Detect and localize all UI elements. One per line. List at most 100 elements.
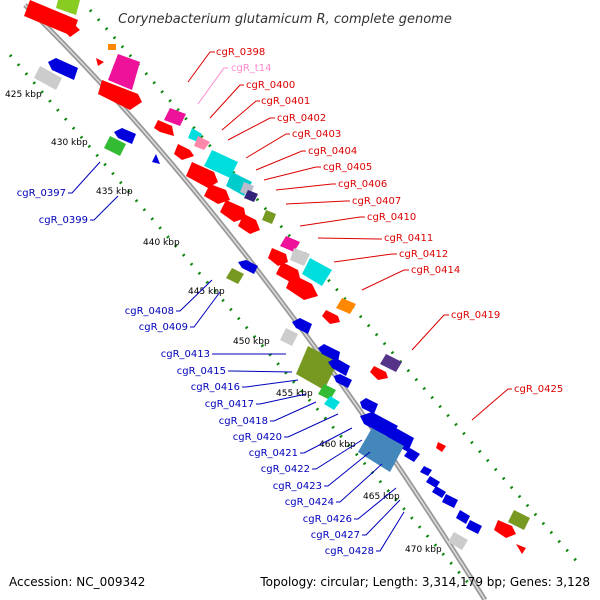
forward-gene-box [262, 210, 276, 224]
forward-gene-cyan [302, 258, 332, 286]
leader-line [228, 370, 293, 373]
reverse-features [34, 58, 482, 550]
forward-gene-arrow [322, 310, 340, 324]
gene-label[interactable]: cgR_0421 [249, 448, 298, 459]
leader-line [300, 427, 353, 454]
leader-line [354, 487, 397, 520]
forward-gene-purple [244, 190, 258, 202]
gene-label[interactable]: cgR_0414 [411, 265, 460, 276]
gene-label[interactable]: cgR_0412 [399, 249, 448, 260]
reverse-gene-arrow [360, 398, 378, 414]
gene-label[interactable]: cgR_0426 [303, 514, 352, 525]
gene-label[interactable]: cgR_0409 [139, 322, 188, 333]
leader-line [221, 100, 260, 131]
gene-label[interactable]: cgR_0415 [177, 366, 226, 377]
reverse-gene-arrow [360, 412, 398, 438]
reverse-gene-arrow [334, 374, 352, 388]
reverse-gene-arrow [420, 466, 432, 476]
gene-label[interactable]: cgR_0420 [233, 432, 282, 443]
gene-label[interactable]: cgR_0398 [216, 47, 265, 58]
leader-line [336, 463, 383, 503]
gene-label[interactable]: cgR_0397 [17, 188, 66, 199]
leader-line [255, 150, 306, 171]
reverse-gene-green [318, 384, 336, 400]
gene-label[interactable]: cgR_0416 [191, 382, 240, 393]
genome-backbone [23, 3, 488, 600]
genome-summary: Topology: circular; Length: 3,314,179 bp… [259, 575, 590, 589]
leader-line [187, 51, 215, 83]
gene-label[interactable]: cgR_0403 [292, 129, 341, 140]
forward-gene-arrow [55, 15, 80, 37]
gene-label[interactable]: cgR_0417 [205, 399, 254, 410]
reverse-gene-arrow [48, 58, 78, 80]
gene-label[interactable]: cgR_0423 [273, 481, 322, 492]
kbp-label: 435 kbp [96, 187, 133, 197]
gene-label[interactable]: cgR_0424 [285, 497, 334, 508]
reverse-gene-arrow [238, 260, 258, 274]
forward-gene-magenta [164, 108, 186, 126]
forward-gene-box [108, 44, 116, 50]
leader-line [411, 314, 449, 351]
leader-line [227, 117, 275, 141]
reverse-gene-olive [296, 346, 338, 390]
gene-label[interactable]: cgR_0401 [261, 96, 310, 107]
reverse-leader-lines [68, 161, 405, 552]
forward-gene-box [290, 248, 310, 266]
leader-line [90, 195, 119, 221]
forward-features [24, 0, 530, 554]
gene-label[interactable]: cgR_0418 [219, 416, 268, 427]
trna-label[interactable]: cgR_t14 [231, 63, 271, 74]
forward-gene-box [56, 0, 80, 15]
leader-line [263, 166, 321, 181]
leader-line [176, 279, 213, 312]
gene-label[interactable]: cgR_0408 [125, 306, 174, 317]
leader-line [197, 67, 228, 105]
leader-line [190, 291, 221, 328]
leader-line [285, 200, 350, 205]
forward-gene-purple [380, 354, 402, 372]
gene-label[interactable]: cgR_0419 [451, 310, 500, 321]
gene-label[interactable]: cgR_0400 [246, 80, 295, 91]
forward-gene-arrow [370, 366, 388, 380]
reverse-gene-labels: cgR_0397 cgR_0399 cgR_0408 cgR_0409 cgR_… [17, 188, 374, 557]
leader-line [284, 413, 339, 438]
forward-gene-labels: cgR_0398 cgR_t14 cgR_0400 cgR_0401 cgR_0… [216, 47, 563, 395]
forward-gene-arrow [186, 162, 218, 188]
leader-line [256, 393, 307, 405]
leader-line [324, 451, 371, 487]
gene-grey [448, 532, 468, 550]
gene-label[interactable]: cgR_0404 [308, 146, 357, 157]
reverse-gene-arrow [466, 520, 482, 534]
accession-text: Accession: NC_009342 [9, 575, 145, 589]
gene-label[interactable]: cgR_0406 [338, 179, 387, 190]
reverse-gene-arrow [292, 318, 312, 334]
forward-gene-arrow [154, 120, 174, 136]
forward-gene-arrow [174, 144, 194, 160]
gene-label[interactable]: cgR_0405 [323, 162, 372, 173]
reverse-gene-olive [226, 268, 244, 284]
gene-label[interactable]: cgR_0411 [384, 233, 433, 244]
leader-line [275, 183, 336, 191]
leader-line [333, 253, 397, 263]
reverse-gene-arrow [152, 154, 160, 164]
gene-grey [34, 66, 62, 90]
gene-label[interactable]: cgR_0422 [261, 464, 310, 475]
forward-leader-lines [187, 51, 512, 421]
gene-grey [280, 328, 298, 346]
leader-line [299, 216, 365, 227]
reverse-gene-arrow [456, 510, 470, 524]
gene-label[interactable]: cgR_0413 [161, 349, 210, 360]
forward-gene-arrow [220, 200, 246, 222]
gene-label[interactable]: cgR_0402 [277, 113, 326, 124]
gene-label[interactable]: cgR_0425 [514, 384, 563, 395]
gene-label[interactable]: cgR_0427 [311, 530, 360, 541]
leader-line [362, 499, 401, 536]
leader-line [317, 237, 382, 240]
forward-gene-arrow [268, 248, 288, 266]
leader-line [312, 439, 363, 470]
gene-label[interactable]: cgR_0399 [39, 215, 88, 226]
gene-label[interactable]: cgR_0407 [352, 196, 401, 207]
gene-label[interactable]: cgR_0428 [325, 546, 374, 557]
gene-label[interactable]: cgR_0410 [367, 212, 416, 223]
forward-gene-arrow [436, 442, 446, 452]
